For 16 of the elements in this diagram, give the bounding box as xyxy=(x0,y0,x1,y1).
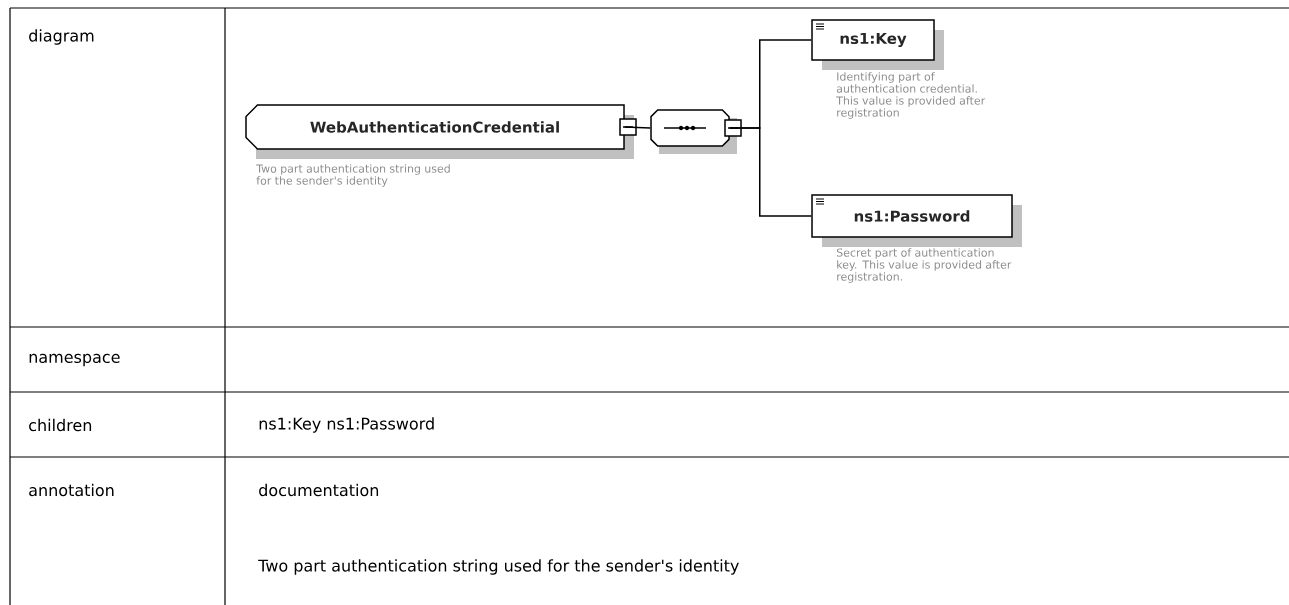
table-text: children xyxy=(29,418,92,432)
connector-line xyxy=(729,127,812,217)
element-box: WebAuthenticationCredential xyxy=(245,104,637,159)
table-text: diagram xyxy=(29,29,94,45)
description-text: Two part authentication string used for the sender's identity xyxy=(256,164,450,187)
element-box: ns1:Key xyxy=(811,19,944,70)
description-text: Secret part of authentication key. This value is provided after registration. xyxy=(836,248,1012,283)
table-text: ns1:Key ns1:Password xyxy=(259,417,434,433)
table-text: namespace xyxy=(29,353,120,367)
description-text: Identifying part of authentication credential. This value is provided after registration xyxy=(836,72,986,119)
table-text: annotation xyxy=(29,483,114,497)
element-box: ns1:Password xyxy=(811,194,1022,247)
sequence-symbol xyxy=(650,109,742,154)
connector-line xyxy=(624,126,651,129)
table-text: Two part authentication string used for the sender's identity xyxy=(258,559,739,575)
table-text: documentation xyxy=(259,483,379,497)
